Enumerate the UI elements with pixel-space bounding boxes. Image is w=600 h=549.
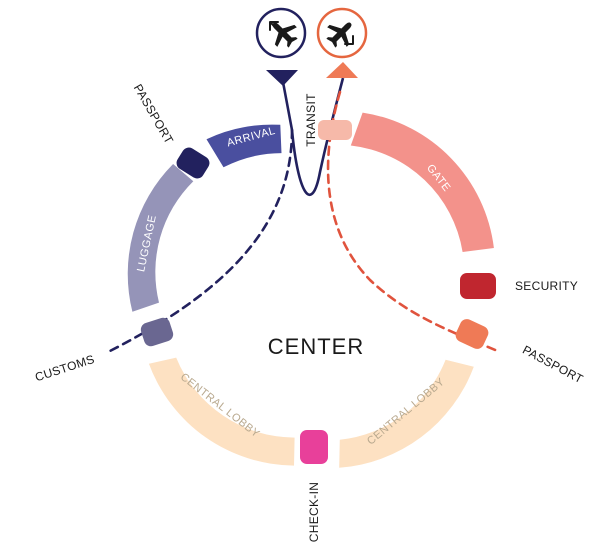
airplane-departure-icon bbox=[316, 7, 368, 59]
customs-node bbox=[140, 317, 174, 347]
security-node bbox=[460, 273, 496, 299]
departure-arrowhead bbox=[326, 62, 358, 78]
airplane-arrival-icon bbox=[255, 7, 307, 59]
arrival-path-solid bbox=[281, 81, 294, 131]
passport-right-node bbox=[455, 319, 489, 349]
central-lobby-left-segment bbox=[148, 357, 295, 466]
transit-label: TRANSIT bbox=[304, 93, 318, 147]
luggage-segment bbox=[127, 164, 194, 312]
passport-left-label: PASSPORT bbox=[131, 82, 177, 147]
center-label: CENTER bbox=[268, 334, 364, 359]
check-in-node bbox=[300, 430, 328, 464]
central-lobby-right-segment bbox=[339, 359, 474, 468]
arrival-segment bbox=[206, 124, 282, 168]
gate-segment bbox=[350, 112, 494, 252]
check-in-label: CHECK-IN bbox=[307, 482, 321, 542]
passport-right-label: PASSPORT bbox=[520, 343, 586, 387]
transit-node bbox=[318, 120, 352, 140]
security-label: SECURITY bbox=[515, 279, 578, 293]
customs-label: CUSTOMS bbox=[33, 352, 96, 384]
arrival-arrowhead bbox=[266, 70, 298, 86]
passport-left-node bbox=[176, 147, 210, 179]
